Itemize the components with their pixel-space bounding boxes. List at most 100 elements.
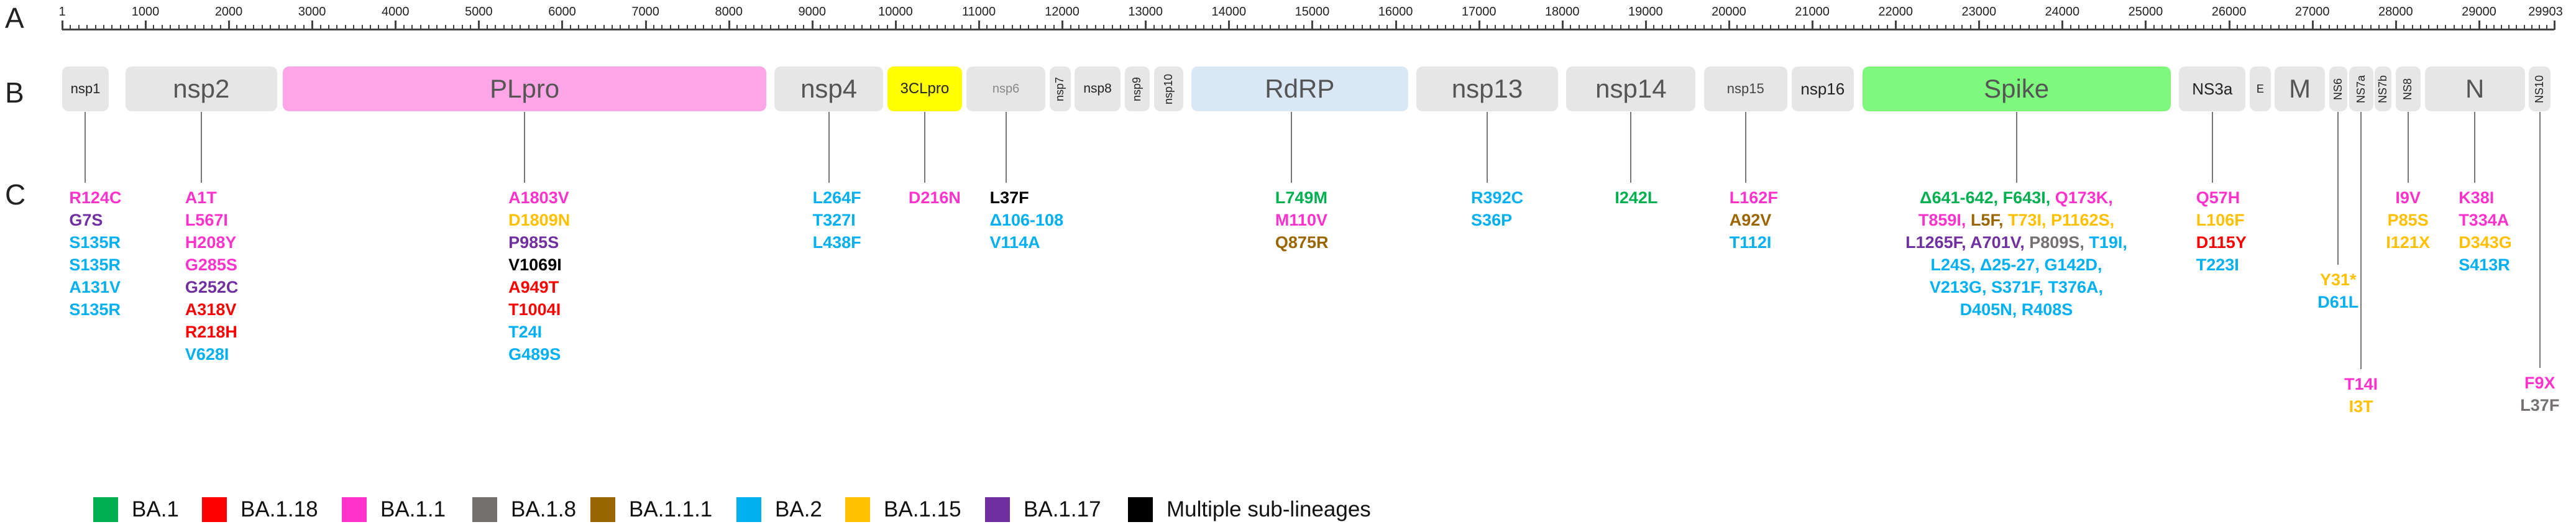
gene-label: nsp13 — [1451, 74, 1523, 103]
mutation-label: D61L — [2317, 293, 2359, 311]
legend-label: Multiple sub-lineages — [1167, 497, 1371, 521]
mutation-line: V1069I — [508, 254, 570, 276]
axis-minor-tick — [161, 25, 163, 30]
legend-item-ba-1-1-1: BA.1.1.1 — [590, 497, 712, 522]
gene-label: nsp4 — [800, 74, 858, 103]
axis-minor-tick — [469, 25, 471, 30]
mutation-line: A92V — [1730, 209, 1778, 231]
axis-minor-tick — [2516, 25, 2518, 30]
axis-minor-tick — [753, 25, 754, 30]
mutation-line: L567I — [185, 209, 239, 231]
mutation-line: D343G — [2459, 231, 2512, 254]
axis-minor-tick — [2345, 25, 2347, 30]
axis-minor-tick — [1544, 25, 1546, 30]
mutation-label: A318V — [185, 300, 237, 319]
axis-minor-tick — [1878, 25, 1880, 30]
axis-tick — [1728, 21, 1730, 30]
legend-item-multiple-sub-lineages: Multiple sub-lineages — [1128, 497, 1371, 522]
axis-minor-tick — [2203, 25, 2205, 30]
gene-label: nsp15 — [1726, 81, 1764, 96]
mutation-label: D115Y — [2196, 233, 2247, 252]
mutation-label: S135R — [69, 255, 121, 274]
mutation-line: L106F — [2196, 209, 2247, 231]
legend-swatch — [845, 497, 870, 522]
axis-minor-tick — [886, 25, 888, 30]
axis-tick — [2311, 21, 2314, 30]
row-label-a: A — [5, 2, 24, 34]
axis-minor-tick — [1319, 25, 1321, 30]
axis-minor-tick — [837, 25, 838, 30]
gene-label: nsp10 — [1162, 73, 1175, 104]
gene-nsp6: nsp6 — [966, 66, 1046, 111]
axis-minor-tick — [128, 25, 130, 30]
gene-label: nsp7 — [1053, 76, 1066, 101]
mutation-label: T327I — [812, 211, 856, 229]
gene-label: NS10 — [2533, 75, 2546, 103]
mutation-label: R124C — [69, 188, 122, 207]
mutation-label: L106F — [2196, 211, 2245, 229]
mutation-label: A131V — [69, 278, 121, 296]
legend-item-ba-2: BA.2 — [736, 497, 822, 522]
gene-ns10: NS10 — [2529, 66, 2551, 111]
axis-minor-tick — [636, 25, 638, 30]
axis-minor-tick — [2294, 25, 2296, 30]
mutation-line: G285S — [185, 254, 239, 276]
mutation-label: G489S — [508, 345, 561, 364]
axis-minor-tick — [661, 25, 663, 30]
axis-minor-tick — [2245, 25, 2247, 30]
mutation-label: P85S — [2387, 211, 2429, 229]
axis-minor-tick — [178, 25, 180, 30]
axis-minor-tick — [2278, 25, 2280, 30]
axis-minor-tick — [544, 25, 546, 30]
axis-minor-tick — [78, 25, 80, 30]
axis-minor-tick — [370, 25, 372, 30]
axis-minor-tick — [2420, 25, 2422, 30]
axis-minor-tick — [428, 25, 429, 30]
mutation-line: T24I — [508, 321, 570, 343]
mutation-label: Δ106-108 — [989, 211, 1064, 229]
mutation-label: L37F — [2520, 396, 2560, 415]
axis-minor-tick — [1770, 25, 1771, 30]
mutation-label: I9V — [2395, 188, 2421, 207]
axis-minor-tick — [1836, 25, 1838, 30]
gene-label: nsp14 — [1595, 74, 1667, 103]
axis-minor-tick — [236, 25, 238, 30]
axis-tick-label: 26000 — [2211, 5, 2247, 19]
axis-minor-tick — [1536, 25, 1538, 30]
axis-minor-tick — [1128, 25, 1130, 30]
mutation-line: F9X — [2520, 372, 2559, 394]
mutation-group-ns6: Y31*D61L — [2317, 268, 2358, 313]
axis-minor-tick — [1119, 25, 1121, 30]
axis-minor-tick — [1986, 25, 1988, 30]
mutation-line: L264F — [813, 186, 861, 209]
axis-minor-tick — [111, 25, 113, 30]
gene-nsp1: nsp1 — [62, 66, 109, 111]
axis-minor-tick — [1945, 25, 1946, 30]
axis-minor-tick — [745, 25, 746, 30]
axis-minor-tick — [2462, 25, 2464, 30]
mutation-line: S36P — [1471, 209, 1523, 231]
mutation-label: Q173K, — [2055, 188, 2113, 207]
mutation-line: K38I — [2459, 186, 2512, 209]
axis-minor-tick — [1761, 25, 1763, 30]
axis-minor-tick — [1744, 25, 1746, 30]
axis-minor-tick — [1086, 25, 1088, 30]
axis-minor-tick — [2262, 25, 2263, 30]
legend-label: BA.1.17 — [1024, 497, 1101, 521]
axis-minor-tick — [2086, 25, 2088, 30]
gene-label: NS7b — [2377, 75, 2390, 103]
axis-tick-label: 22000 — [1878, 5, 1913, 19]
gene-ns7b: NS7b — [2375, 66, 2392, 111]
mutation-connector — [2474, 112, 2476, 183]
axis-minor-tick — [411, 25, 413, 30]
axis-minor-tick — [1053, 25, 1055, 30]
mutation-label: D405N, R408S — [1960, 300, 2073, 319]
gene-ns6: NS6 — [2329, 66, 2347, 111]
axis-tick-label: 3000 — [298, 5, 326, 19]
row-label-c: C — [5, 178, 26, 211]
axis-minor-tick — [628, 25, 630, 30]
